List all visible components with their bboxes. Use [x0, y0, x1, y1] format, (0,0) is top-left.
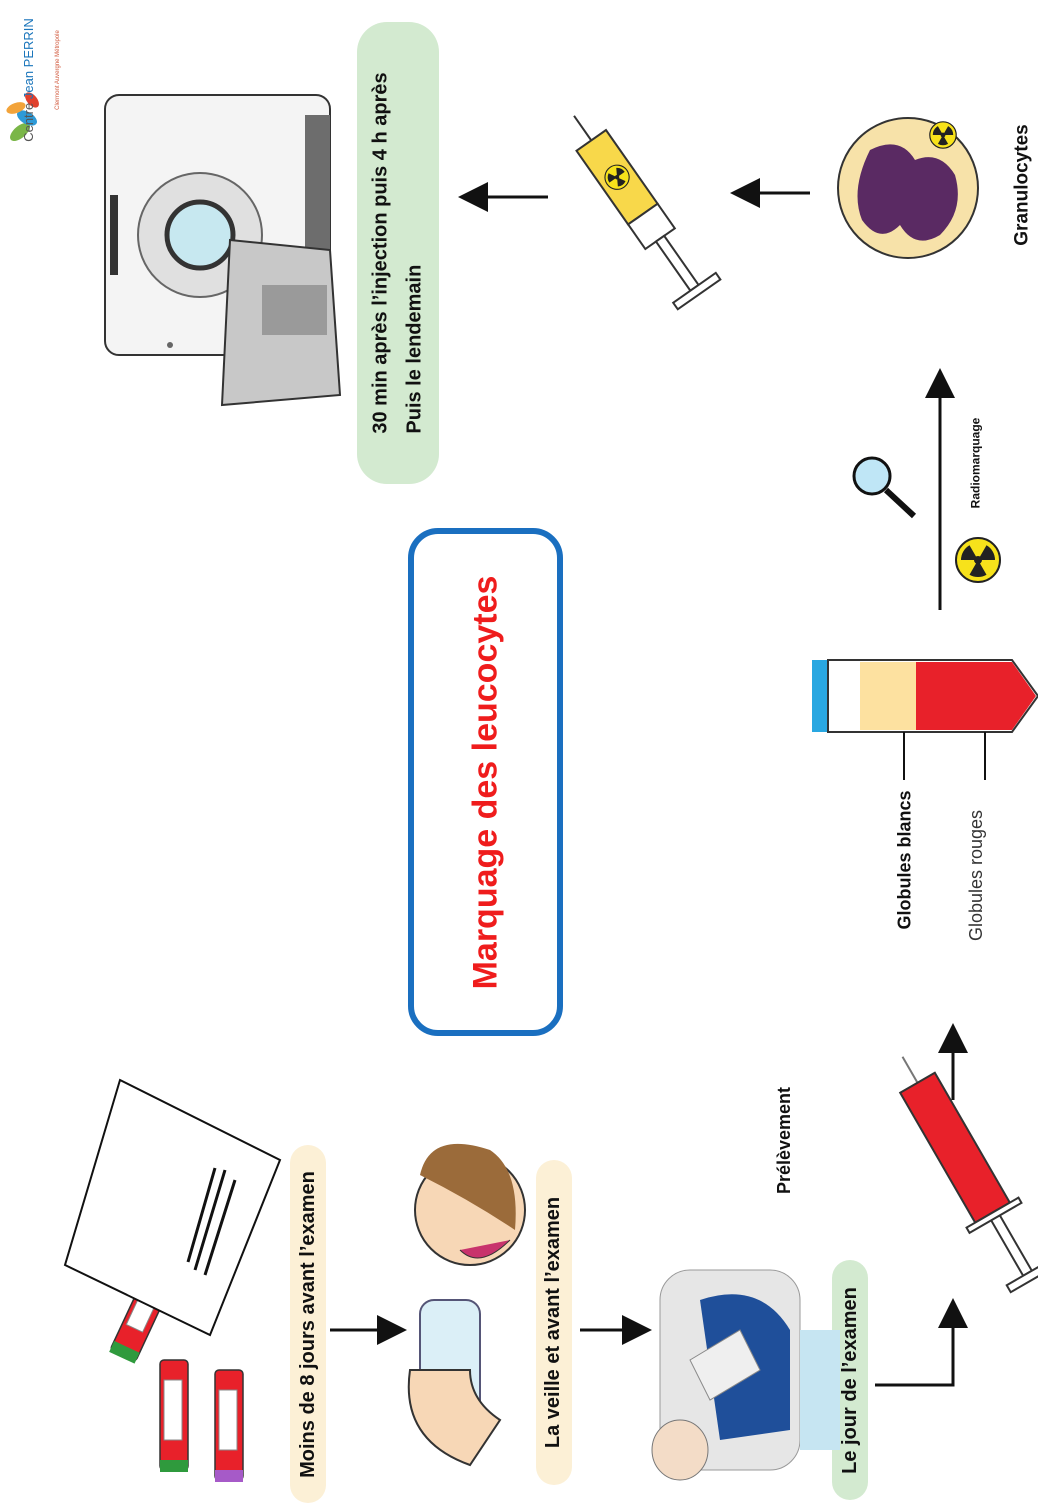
drinking-person-icon: [407, 1143, 526, 1467]
centre-jean-perrin-logo: Centre Jean PERRIN Clermont Auvergne Mét…: [2, 0, 72, 160]
gamma-camera-icon: [104, 94, 342, 407]
bilan-document-icon: [63, 1078, 282, 1337]
imaging-pill: 30 min après l’injection puis 4 h après …: [357, 22, 439, 484]
logo-leaves-icon: [6, 92, 39, 141]
blood-draw-scene-icon: [651, 1269, 840, 1481]
radiation-icon: [955, 537, 1001, 583]
title-box: Marquage des leucocytes: [408, 528, 563, 1036]
magnifier-icon: [852, 456, 917, 519]
step2-pill: La veille et avant l’examen: [536, 1160, 572, 1485]
radio-syringe-icon: [573, 115, 722, 311]
arrow-step3-to-syringe: [875, 1298, 968, 1387]
step1-pill: Moins de 8 jours avant l’examen: [290, 1145, 326, 1503]
granulocyte-cell-icon: [837, 117, 979, 259]
flow-arrows: [167, 178, 968, 1387]
blood-syringe-icon: [898, 1056, 1038, 1294]
centrifuged-tube-icon: [812, 659, 1038, 780]
